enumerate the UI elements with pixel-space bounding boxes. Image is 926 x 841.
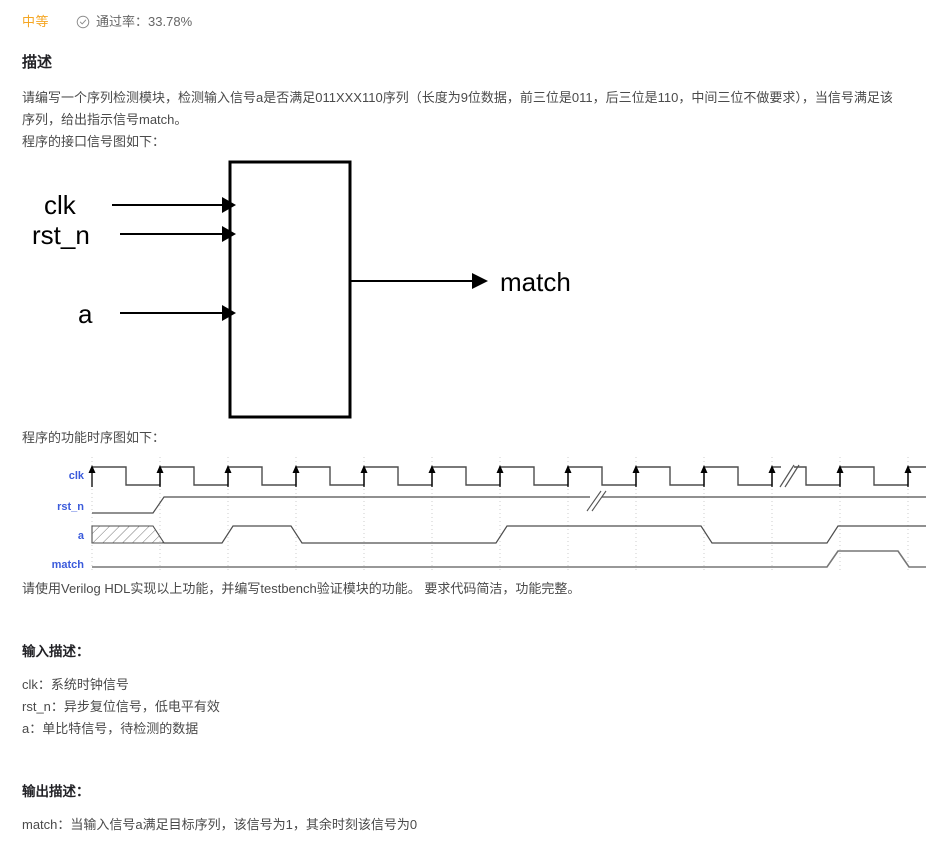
match-waveform (92, 550, 926, 568)
page-title: 描述 (22, 54, 53, 71)
pass-rate: 通过率： 33.78% (76, 13, 192, 31)
block-input-label-a: a (78, 299, 93, 329)
a-unknown-region (91, 525, 166, 544)
block-output-label-match: match (500, 267, 571, 297)
module-box (228, 160, 352, 419)
problem-meta-row: 中等 通过率： 33.78% (0, 0, 926, 33)
timing-label-a: a (78, 530, 85, 542)
block-diagram-svg: clk rst_n a match (32, 160, 571, 419)
match-arrowhead (472, 273, 488, 289)
problem-content: 描述 请编写一个序列检测模块，检测输入信号a是否满足011XXX110序列（长度… (0, 53, 926, 836)
output-description-heading: 输出描述： (22, 784, 90, 799)
clk-arrowhead (222, 197, 236, 213)
timing-caption: 程序的功能时序图如下： (22, 430, 166, 445)
input-description-heading: 输入描述： (22, 644, 90, 659)
block-input-label-clk: clk (44, 190, 77, 220)
a-arrowhead (222, 305, 236, 321)
clk-break-marker (779, 464, 800, 488)
difficulty-badge: 中等 (22, 14, 50, 29)
clk-rising-edge-arrows (88, 465, 912, 487)
clk-waveform-left (92, 466, 781, 486)
input-description-line: a：单比特信号，待检测的数据 (22, 721, 199, 736)
timing-label-rst-n: rst_n (57, 501, 84, 513)
spacer (22, 600, 904, 642)
input-description-line: clk：系统时钟信号 (22, 677, 129, 692)
pass-rate-label: 通过率： (96, 14, 149, 29)
output-description-list: match：当输入信号a满足目标序列，该信号为1，其余时刻该信号为0 (22, 814, 904, 836)
timing-gridlines (91, 457, 909, 571)
rstn-waveform-left (92, 496, 590, 514)
spacer (22, 740, 904, 782)
pass-rate-value: 33.78% (148, 14, 193, 29)
timing-diagram-svg: clk (52, 457, 926, 571)
timing-label-match: match (52, 559, 85, 571)
check-circle-icon (76, 15, 90, 29)
timing-diagram: clk (22, 455, 926, 578)
interface-caption: 程序的接口信号图如下： (22, 134, 166, 149)
input-description-list: clk：系统时钟信号 rst_n：异步复位信号，低电平有效 a：单比特信号，待检… (22, 674, 904, 740)
block-input-label-rst-n: rst_n (32, 220, 90, 250)
input-description-line: rst_n：异步复位信号，低电平有效 (22, 699, 220, 714)
description-paragraph: 请编写一个序列检测模块，检测输入信号a是否满足011XXX110序列（长度为9位… (22, 90, 893, 127)
requirement-paragraph: 请使用Verilog HDL实现以上功能，并编写testbench验证模块的功能… (22, 581, 581, 596)
rstn-break-marker (586, 490, 607, 512)
block-diagram: clk rst_n a match (22, 157, 904, 427)
output-description-line: match：当输入信号a满足目标序列，该信号为1，其余时刻该信号为0 (22, 817, 418, 832)
a-waveform (164, 525, 926, 544)
timing-label-clk: clk (69, 470, 85, 482)
rstn-arrowhead (222, 226, 236, 242)
